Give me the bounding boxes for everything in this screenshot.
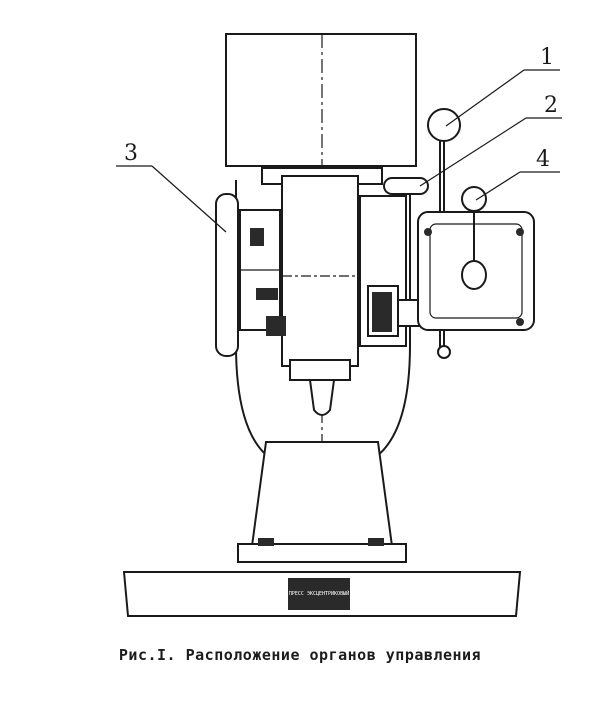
pedestal (237, 441, 407, 563)
nameplate-text: ПРЕСС ЭКСЦЕНТРИКОВЫЙ (289, 590, 349, 597)
motor-housing (225, 33, 417, 167)
machine-body (235, 167, 411, 463)
side-gearbox (417, 186, 535, 331)
callout-2: 2 (544, 93, 558, 118)
callout-4: 4 (536, 147, 550, 172)
left-handwheel (215, 193, 286, 357)
figure-caption: Рис.I. Расположение органов управления (118, 646, 482, 664)
callout-1: 1 (540, 45, 554, 70)
base-plate (122, 571, 522, 617)
callout-leaders (116, 69, 562, 233)
callout-3: 3 (124, 141, 138, 166)
